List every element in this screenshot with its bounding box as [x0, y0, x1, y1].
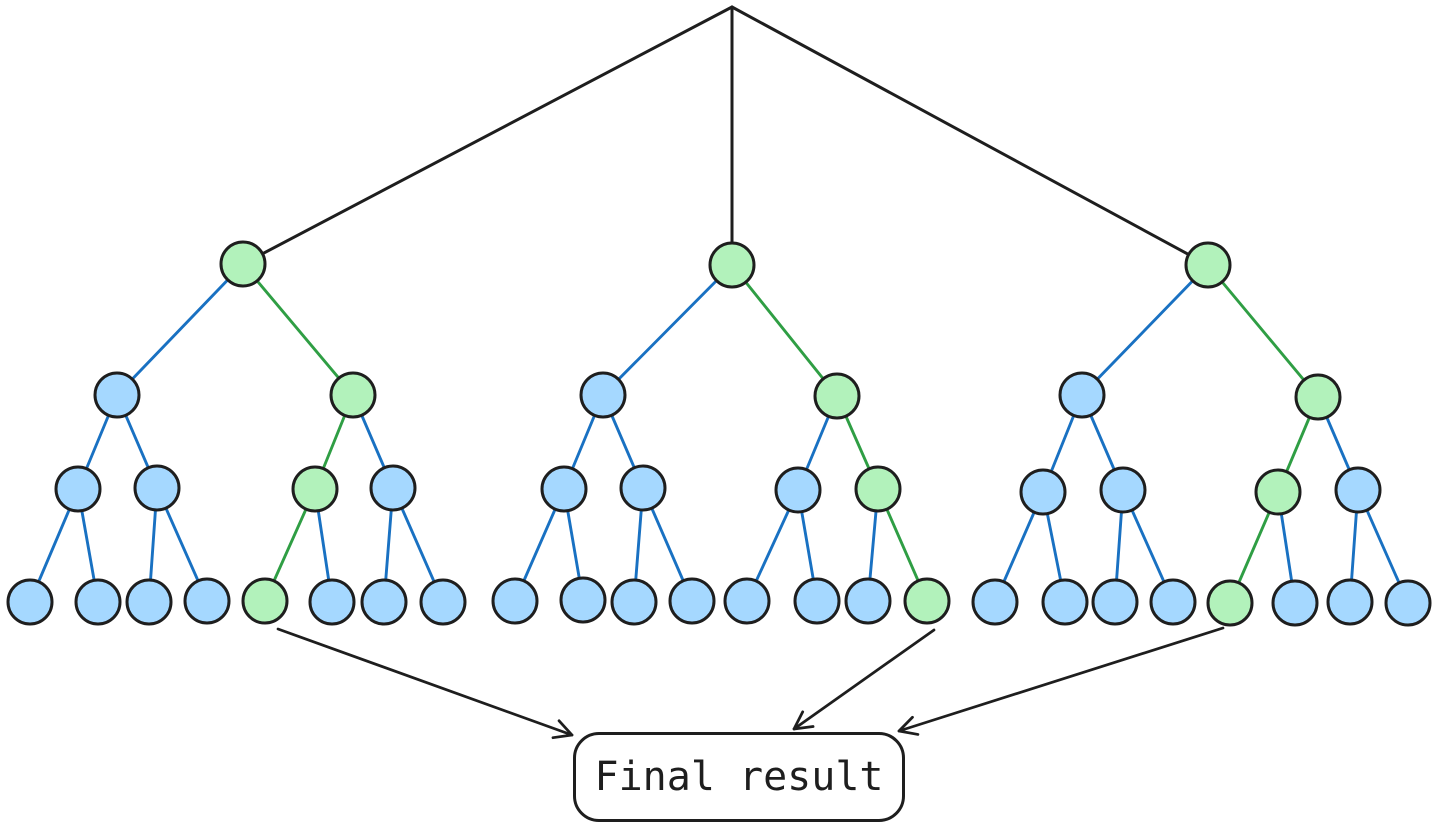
tree-node-blue [54, 465, 102, 513]
result-arrow [897, 626, 1225, 736]
tree-node-blue [619, 464, 667, 512]
tree-node-blue [971, 578, 1019, 626]
tree-node-blue [360, 578, 408, 626]
tree-node-green [291, 465, 339, 513]
tree-node-blue [74, 578, 122, 626]
tree-edge-green [241, 262, 355, 397]
tree-node-green [854, 465, 902, 513]
tree-node-green [1206, 579, 1254, 627]
final-result-label: Final result [594, 754, 884, 800]
tree-edge-green [730, 263, 839, 398]
apex-connector [730, 5, 1210, 267]
tree-node-green [813, 372, 861, 420]
tree-node-green [1184, 241, 1232, 289]
tree-node-blue [1058, 371, 1106, 419]
tree-node-green [219, 240, 267, 288]
tree-node-blue [1099, 466, 1147, 514]
result-arrow [792, 628, 936, 731]
tree-edge-blue [1080, 263, 1210, 397]
tree-edge-blue [601, 263, 734, 397]
tree-edge-blue [115, 262, 245, 397]
apex-connectors [241, 5, 1210, 267]
tree-node-blue [1326, 578, 1374, 626]
tree-node-blue [793, 577, 841, 625]
apex-connector [241, 5, 734, 266]
tree-node-blue [183, 577, 231, 625]
result-arrows [276, 626, 1225, 740]
tree-node-green [241, 577, 289, 625]
tree-node-blue [1041, 578, 1089, 626]
tree-3 [971, 241, 1432, 627]
tree-node-green [708, 241, 756, 289]
tree-node-blue [1271, 579, 1319, 627]
final-result-box: Final result [573, 732, 905, 822]
tree-node-blue [1019, 468, 1067, 516]
tree-node-blue [1091, 578, 1139, 626]
tree-edge-green [1206, 263, 1320, 399]
tree-node-blue [1384, 579, 1432, 627]
tree-node-blue [6, 578, 54, 626]
tree-node-blue [668, 577, 716, 625]
tree-node-blue [1149, 578, 1197, 626]
tree-node-green [903, 577, 951, 625]
tree-node-blue [774, 466, 822, 514]
tree-node-blue [93, 371, 141, 419]
tree-1 [6, 240, 467, 626]
tree-node-blue [125, 578, 173, 626]
tree-node-blue [559, 576, 607, 624]
tree-node-blue [133, 464, 181, 512]
tree-node-blue [579, 371, 627, 419]
tree-2 [491, 241, 951, 626]
tree-node-green [1254, 468, 1302, 516]
tree-node-blue [844, 577, 892, 625]
tree-node-blue [369, 464, 417, 512]
tree-node-blue [1334, 466, 1382, 514]
tree-node-blue [419, 578, 467, 626]
tree-node-blue [540, 465, 588, 513]
tree-node-green [1294, 373, 1342, 421]
tree-node-green [329, 371, 377, 419]
tree-node-blue [610, 578, 658, 626]
tree-node-blue [308, 578, 356, 626]
tree-node-blue [491, 577, 539, 625]
tree-node-blue [723, 577, 771, 625]
trees [6, 240, 1432, 627]
result-arrow [276, 627, 574, 740]
